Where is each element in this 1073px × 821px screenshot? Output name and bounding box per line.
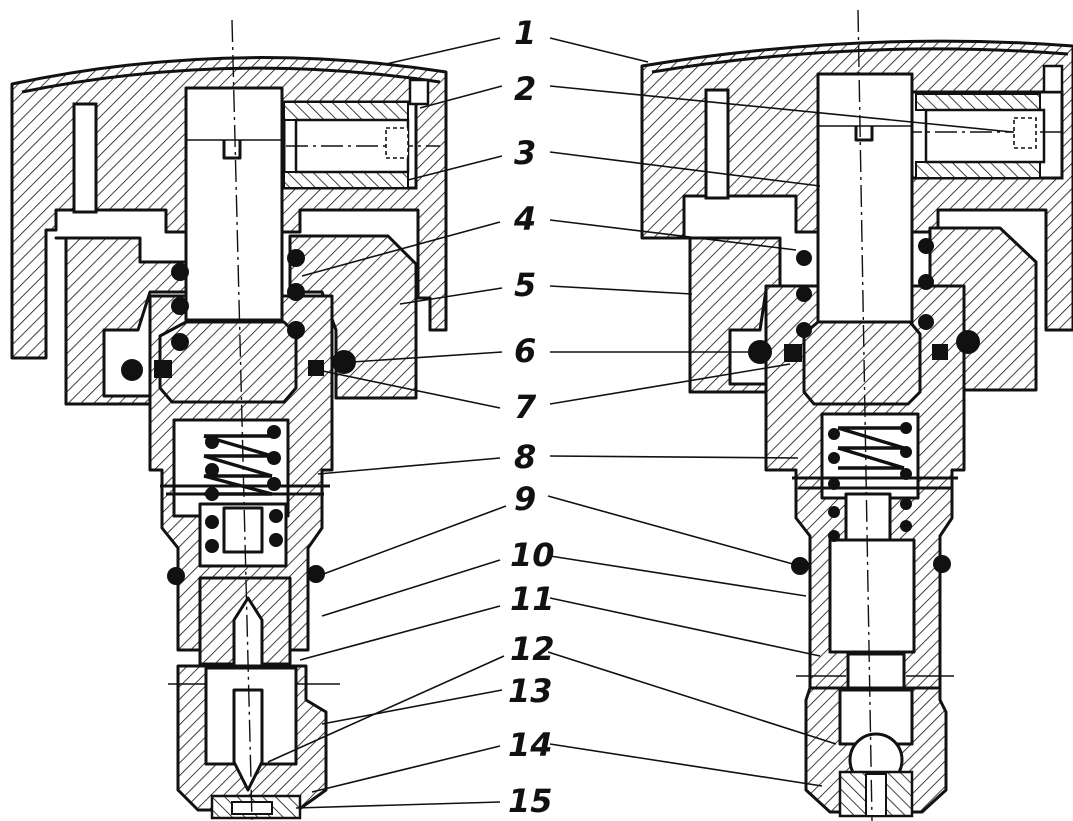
left-cap-pin: [72, 102, 98, 214]
left-top-pin: [408, 78, 430, 106]
part-label-2: 2: [514, 70, 536, 108]
part-label-4: 4: [513, 200, 536, 238]
part-label-3: 3: [514, 134, 536, 172]
part-label-8: 8: [514, 438, 536, 476]
left-screw-thread-bottom: [283, 171, 409, 189]
part-label-13: 13: [508, 672, 553, 710]
left-cap-rim: [21, 66, 441, 94]
part-label-5: 5: [514, 266, 536, 304]
part-label-12: 12: [510, 630, 555, 668]
left-setscrew-socket: [385, 127, 409, 159]
left-piston-notch: [222, 140, 242, 160]
part-label-14: 14: [508, 726, 553, 764]
leader-lines: [267, 37, 1013, 809]
right-cap-rim: [651, 47, 1069, 74]
left-screw-thread-top: [283, 101, 409, 121]
right-top-pin: [1042, 64, 1064, 94]
left-housing-block: [54, 236, 188, 406]
left-valve-assembly: [10, 19, 448, 821]
right-piston-stem: [816, 72, 914, 326]
part-number-labels: 1 2 3 4 5 6 7 8 9 10 11 12 13 14 15: [508, 14, 555, 820]
part-label-9: 9: [514, 480, 536, 518]
left-seal-balls: [121, 249, 356, 585]
part-label-11: 11: [510, 580, 555, 618]
right-valve-assembly: [640, 9, 1073, 821]
part-label-1: 1: [514, 14, 536, 52]
left-piston-stem: [184, 86, 284, 322]
part-label-7: 7: [514, 388, 537, 426]
right-piston-head: [802, 320, 922, 406]
right-inner-plug: [844, 492, 892, 542]
part-label-6: 6: [514, 332, 536, 370]
right-lower-plunger: [828, 538, 916, 654]
right-spring-plate: [792, 476, 958, 490]
left-spring-plate: [160, 484, 330, 496]
part-label-10: 10: [510, 536, 555, 574]
part-label-15: 15: [508, 782, 553, 820]
right-cap-pin: [704, 88, 730, 200]
right-housing-block: [682, 236, 782, 394]
left-inner-plug: [222, 506, 264, 554]
